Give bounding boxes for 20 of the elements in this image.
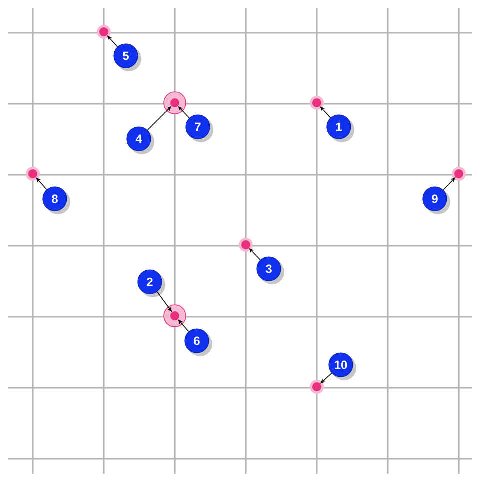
point-dot [239, 238, 253, 252]
number-badge: 6 [184, 328, 212, 356]
arrow [178, 320, 190, 332]
number-badge: 1 [326, 114, 354, 142]
number-badge: 7 [186, 114, 214, 142]
number-badge: 4 [126, 126, 154, 154]
point-dot [97, 25, 111, 39]
arrow [36, 178, 48, 190]
number-badge: 3 [256, 256, 284, 284]
point-dot [310, 380, 324, 394]
point-dot [452, 167, 466, 181]
point-dot [26, 167, 40, 181]
number-badge: 8 [42, 186, 70, 214]
point-dot [164, 304, 186, 328]
number-badge: 10 [328, 352, 356, 380]
point-dot [164, 92, 186, 114]
number-badge: 2 [138, 270, 166, 298]
point-dot [310, 96, 324, 110]
number-badge: 5 [114, 44, 142, 72]
number-badge: 9 [422, 186, 450, 214]
